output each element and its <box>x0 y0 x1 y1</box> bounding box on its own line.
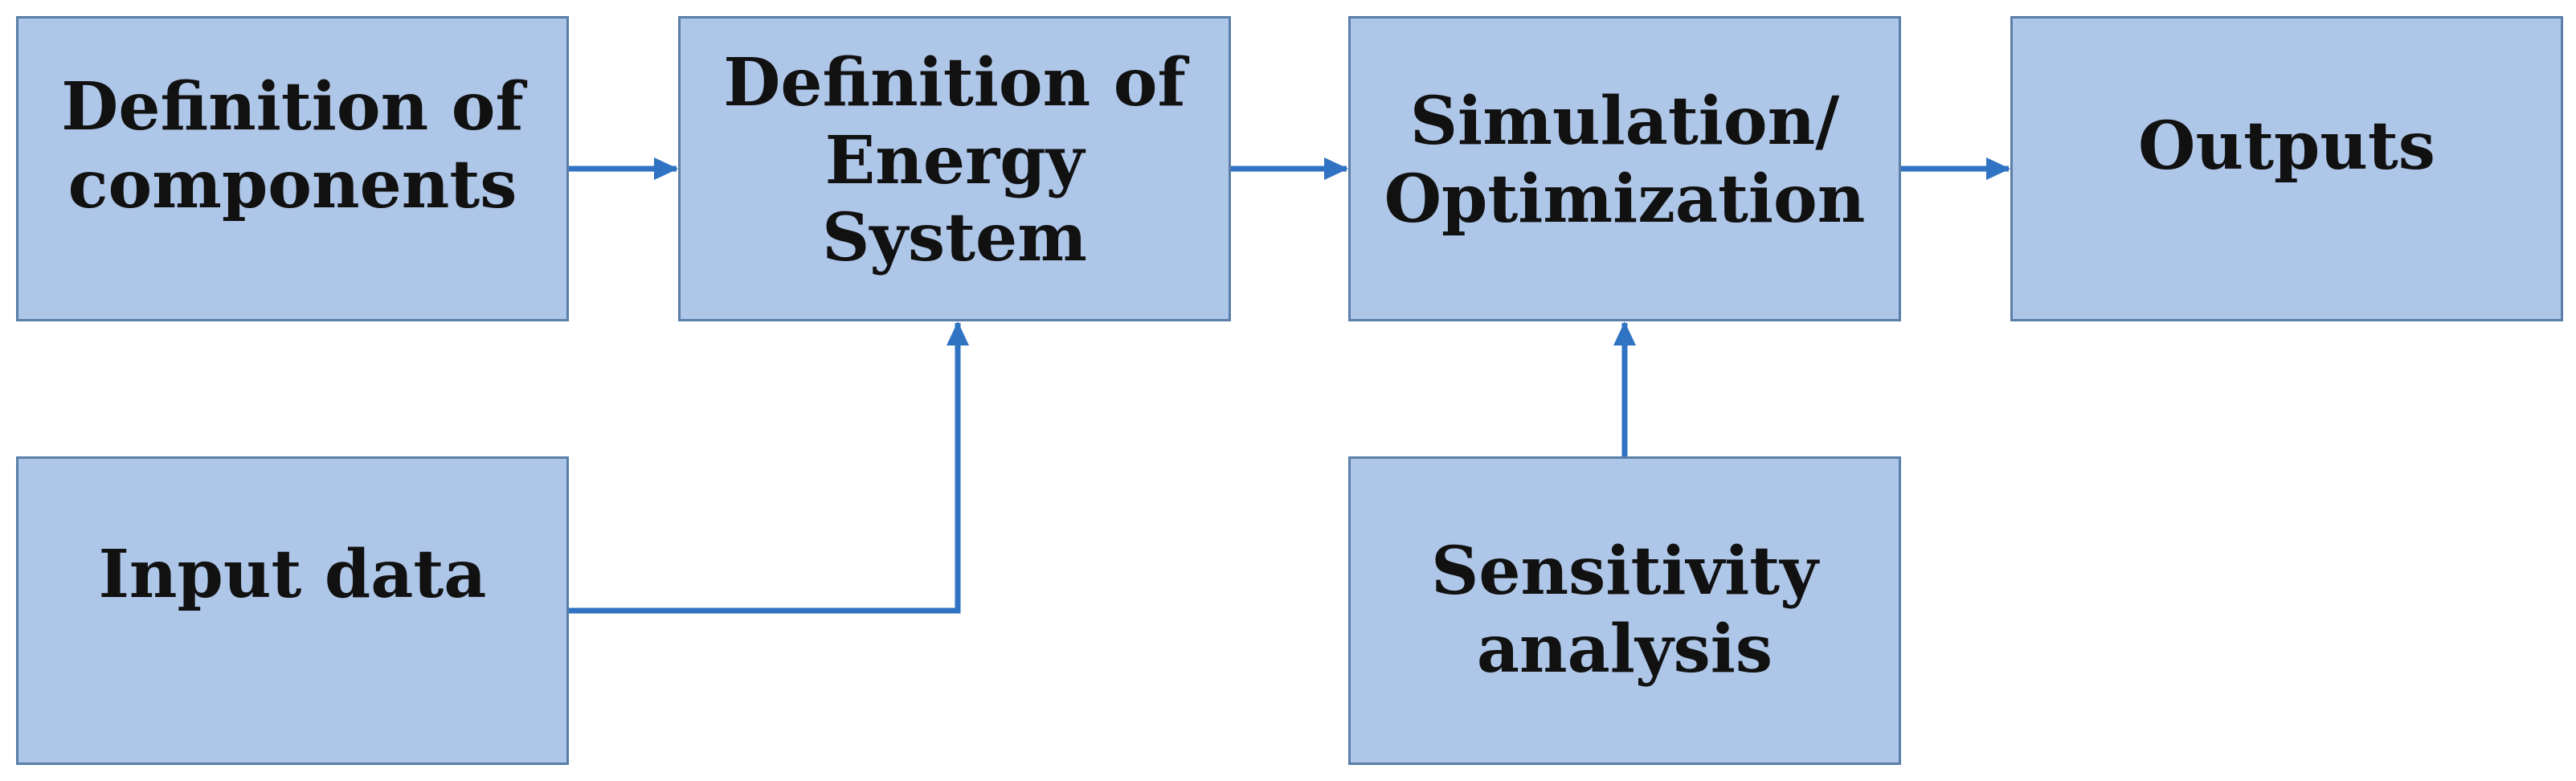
node-definition-of-components: Definition of components <box>16 16 569 321</box>
node-sensitivity-analysis-label: Sensitivity analysis <box>1431 533 1818 688</box>
node-simulation-optimization: Simulation/ Optimization <box>1348 16 1901 321</box>
node-definition-of-energy-system-label: Definition of Energy System <box>723 43 1186 277</box>
node-outputs-label: Outputs <box>2138 107 2435 185</box>
node-simulation-optimization-label: Simulation/ Optimization <box>1384 83 1866 238</box>
node-sensitivity-analysis: Sensitivity analysis <box>1348 456 1901 765</box>
node-definition-of-components-label: Definition of components <box>61 68 524 223</box>
node-input-data-label: Input data <box>98 535 487 613</box>
node-outputs: Outputs <box>2010 16 2563 321</box>
node-definition-of-energy-system: Definition of Energy System <box>678 16 1231 321</box>
arrow-input-data-to-energy-system <box>569 321 969 614</box>
node-input-data: Input data <box>16 456 569 765</box>
